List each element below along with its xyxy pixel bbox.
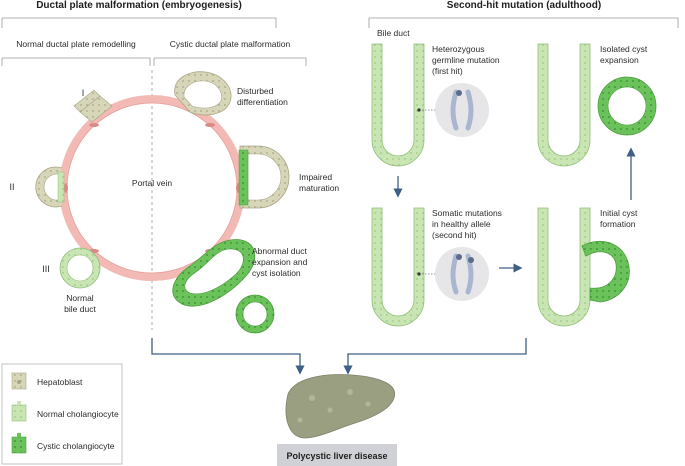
isolated-label-line2: expansion: [600, 55, 639, 65]
chromosome-cell-2: [435, 247, 489, 301]
endothelial-nucleus: [64, 183, 68, 193]
right-title-bracket: [368, 17, 679, 28]
somatic-label-line3: (second hit): [432, 230, 477, 240]
endothelial-nucleus: [205, 123, 215, 127]
legend-normal-cholangiocyte-swatch: [11, 401, 27, 422]
left-title-bracket: [1, 17, 277, 28]
bile-duct-u-shape-4: [537, 207, 591, 327]
somatic-label-line1: Somatic mutations: [432, 208, 502, 218]
mutation-dot-1: [417, 108, 421, 112]
normal-bile-duct-label-line1: Normal: [66, 293, 94, 303]
isolated-green-cyst: [235, 294, 275, 334]
disturbed-label-line1: Disturbed: [237, 86, 274, 96]
initial-cyst-formation: [581, 240, 630, 303]
bile-duct-u-shape-1: [371, 43, 425, 167]
initial-label-line1: Initial cyst: [600, 208, 638, 218]
endothelial-nucleus: [89, 123, 99, 127]
polycystic-liver-illustration: [285, 374, 396, 439]
mutation-dot-2: [417, 272, 421, 276]
legend-normal-cholangiocyte-label: Normal cholangiocyte: [37, 409, 119, 419]
abnormal-duct-expansion-cyst: [172, 239, 256, 307]
normal-remodelling-heading: Normal ductal plate remodelling: [16, 39, 136, 49]
outcome-label: Polycystic liver disease: [286, 451, 387, 461]
bile-duct-u-shape-3: [371, 207, 425, 327]
normal-heading-bracket: [1, 57, 151, 66]
bile-duct-label: Bile duct: [377, 28, 410, 38]
stage-II-label: II: [9, 182, 14, 192]
stage-III-normal-bile-duct: [59, 247, 101, 289]
normal-bile-duct-label-line2: bile duct: [64, 304, 96, 314]
chromosome-cell-1: [435, 83, 489, 137]
stage-II-duct: [35, 166, 65, 208]
disturbed-differentiation-cyst: [174, 71, 232, 116]
stage-I-ductal-plate: [73, 89, 113, 123]
legend-cystic-cholangiocyte-label: Cystic cholangiocyte: [37, 441, 115, 451]
stage-I-label: I: [82, 88, 85, 98]
abnormal-label-line2: expansion and: [252, 257, 308, 267]
legend-hepatoblast-label: Hepatoblast: [37, 377, 83, 387]
impaired-maturation-cyst: [238, 145, 290, 209]
abnormal-label-line3: cyst isolation: [252, 268, 301, 278]
arrow-left-to-liver: [151, 338, 305, 375]
left-panel-title: Ductal plate malformation (embryogenesis…: [36, 0, 242, 11]
isolated-label-line1: Isolated cyst: [600, 44, 648, 54]
hetero-label-line1: Heterozygous: [432, 44, 484, 54]
cystic-heading-bracket: [153, 57, 307, 66]
outcome-box: [277, 444, 397, 466]
portal-vein-inner-edge: [66, 102, 238, 274]
right-panel-title: Second-hit mutation (adulthood): [447, 0, 601, 11]
legend-hepatoblast-swatch: [11, 372, 27, 390]
impaired-label-line1: Impaired: [299, 172, 332, 182]
disturbed-label-line2: differentiation: [237, 97, 288, 107]
isolated-cyst-expansion: [597, 76, 657, 136]
somatic-label-line2: in healthy allele: [432, 219, 491, 229]
cystic-malformation-heading: Cystic ductal plate malformation: [170, 39, 291, 49]
hetero-label-line3: (first hit): [432, 66, 463, 76]
arrow-right-to-liver: [343, 338, 527, 375]
stage-III-label: III: [42, 264, 50, 274]
legend-cystic-cholangiocyte-swatch: [11, 433, 27, 454]
abnormal-label-line1: Abnormal duct: [252, 246, 307, 256]
bile-duct-u-shape-2: [537, 43, 591, 167]
portal-vein-label: Portal vein: [132, 178, 172, 188]
hetero-label-line2: germline mutation: [432, 55, 500, 65]
initial-label-line2: formation: [600, 219, 636, 229]
impaired-label-line2: maturation: [299, 183, 339, 193]
